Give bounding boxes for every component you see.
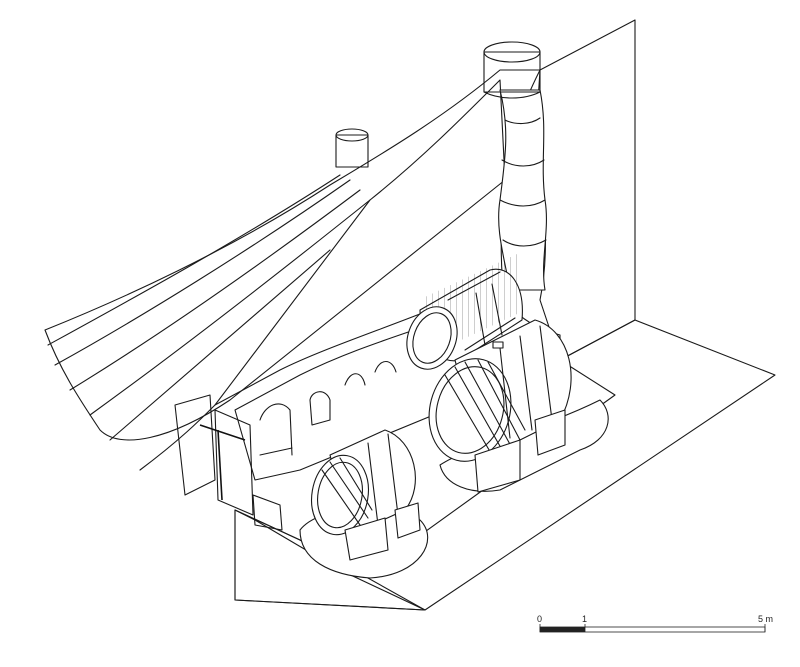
scale-label-end: 5 m: [758, 614, 773, 624]
hillside-terrain: [44, 69, 541, 471]
wine-barrel-small: [311, 429, 421, 561]
ventilation-shaft: [498, 89, 547, 291]
front-wall-section: [234, 509, 426, 611]
stone-entrance-portal: [174, 394, 283, 531]
back-wall-section: [534, 19, 636, 361]
scale-label-start: 0: [537, 614, 542, 624]
wine-barrel-large: [428, 319, 572, 493]
wine-barrel-back: [406, 252, 523, 370]
shaft-chimney-top: [483, 41, 541, 99]
scale-bar: 0 1 5 m: [537, 614, 773, 633]
small-chimney-top: [335, 128, 369, 168]
scale-label-mid: 1: [582, 614, 587, 624]
